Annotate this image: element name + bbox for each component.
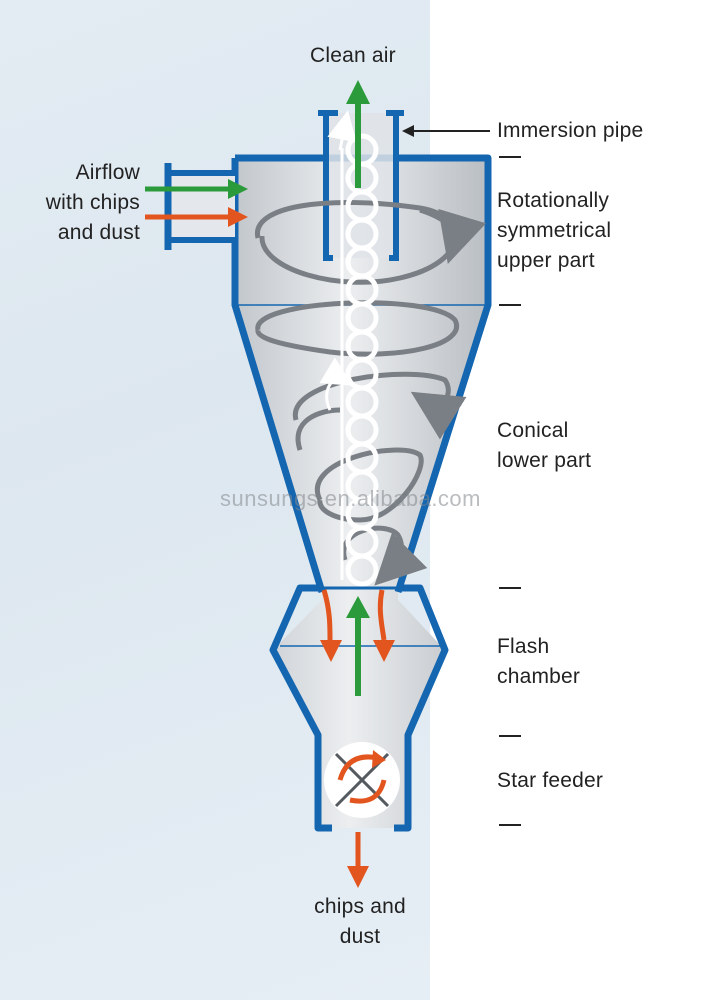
section-divider <box>499 587 521 589</box>
upper-part-label: Rotationally symmetrical upper part <box>497 189 612 272</box>
conical-part-label: Conical lower part <box>497 419 592 472</box>
inlet-pipe <box>164 163 235 250</box>
star-feeder-label: Star feeder <box>497 769 604 792</box>
immersion-pipe-pointer <box>402 125 490 137</box>
flash-chamber-label: Flash chamber <box>497 635 581 688</box>
inner-vortex-coils <box>319 110 379 587</box>
chips-dust-outlet-label: chips and dust <box>314 895 406 948</box>
dust-arrows <box>145 207 395 888</box>
airflow-inlet-label: Airflow with chips and dust <box>45 161 140 244</box>
section-divider <box>499 824 521 826</box>
watermark-text: sunsungs.en.alibaba.com <box>220 486 481 511</box>
section-divider <box>499 156 521 158</box>
clean-air-label: Clean air <box>310 44 396 67</box>
section-divider <box>499 735 521 737</box>
immersion-pipe-label: Immersion pipe <box>497 119 644 142</box>
section-divider <box>499 304 521 306</box>
clean-air-arrows <box>145 80 370 696</box>
star-feeder <box>324 742 400 818</box>
